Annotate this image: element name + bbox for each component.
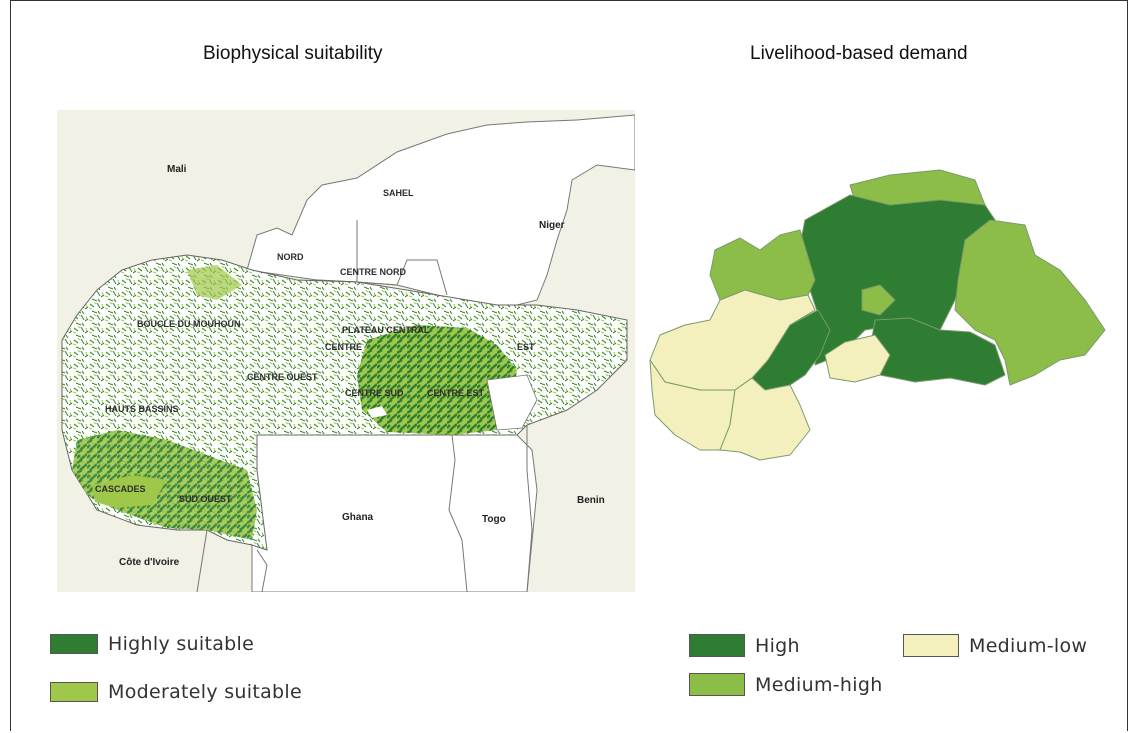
label-ghana: Ghana xyxy=(342,512,374,523)
legend-label-highly-suitable: Highly suitable xyxy=(108,633,255,655)
legend-swatch-medium-low xyxy=(903,634,959,657)
label-boucle-du-mouhoun: BOUCLE DU MOUHOUN xyxy=(137,319,241,329)
moderate-patch-boucle xyxy=(187,265,242,300)
livelihood-demand-map xyxy=(649,169,1106,461)
legend-label-moderately-suitable: Moderately suitable xyxy=(108,681,302,703)
label-niger: Niger xyxy=(539,220,565,231)
region-east-medium-high xyxy=(954,219,1106,386)
legend-item-highly-suitable: Highly suitable xyxy=(50,633,254,655)
moderately-suitable-cascades xyxy=(92,475,167,508)
highly-suitable-cluster-southwest xyxy=(72,430,257,540)
legend-label-medium-high: Medium-high xyxy=(755,673,883,696)
legend-swatch-medium-high xyxy=(689,673,745,696)
biophysical-suitability-map: Mali Niger Ghana Togo Benin Côte d'Ivoir… xyxy=(57,110,635,592)
legend-item-medium-high: Medium-high xyxy=(689,673,883,696)
legend-label-high: High xyxy=(755,634,800,657)
panel-title-biophysical: Biophysical suitability xyxy=(203,43,383,64)
label-sud-ouest: SUD OUEST xyxy=(179,494,232,504)
region-west-medium-low xyxy=(649,289,816,391)
label-nord: NORD xyxy=(277,252,304,262)
label-centre-est: CENTRE EST xyxy=(427,388,485,398)
label-centre-nord: CENTRE NORD xyxy=(340,267,407,277)
neighbor-borders-south xyxy=(448,425,533,592)
legend-swatch-high xyxy=(689,634,745,657)
label-centre-ouest: CENTRE OUEST xyxy=(247,372,318,382)
white-patch-center xyxy=(367,406,387,418)
legend-label-medium-low: Medium-low xyxy=(969,634,1088,657)
label-centre: CENTRE xyxy=(325,342,362,352)
label-plateau-central: PLATEAU CENTRAL xyxy=(342,325,430,335)
panel-title-livelihood: Livelihood-based demand xyxy=(750,43,968,64)
label-mali: Mali xyxy=(167,164,187,175)
figure-frame xyxy=(10,0,1128,731)
label-togo: Togo xyxy=(482,514,506,525)
legend-item-high: High xyxy=(689,634,800,657)
legend-item-medium-low: Medium-low xyxy=(903,634,1087,657)
region-centre-sud-medium-low xyxy=(824,334,891,383)
region-northwest-medium-high xyxy=(709,229,816,301)
label-hauts-bassins: HAUTS BASSINS xyxy=(105,404,179,414)
legend-swatch-highly-suitable xyxy=(50,634,98,654)
label-sahel: SAHEL xyxy=(383,188,414,198)
label-cascades: CASCADES xyxy=(95,484,146,494)
southwest-borders xyxy=(196,529,268,592)
region-sud-ouest-medium-low xyxy=(719,377,811,461)
label-benin: Benin xyxy=(577,495,605,506)
white-patch-east xyxy=(486,374,538,431)
label-cote-divoire: Côte d'Ivoire xyxy=(119,557,180,568)
label-centre-sud: CENTRE SUD xyxy=(345,388,404,398)
legend-item-moderately-suitable: Moderately suitable xyxy=(50,681,302,703)
highly-suitable-cluster-east xyxy=(357,325,517,435)
label-est: EST xyxy=(517,342,535,352)
legend-swatch-moderately-suitable xyxy=(50,682,98,702)
region-center-medium-high xyxy=(861,284,896,316)
